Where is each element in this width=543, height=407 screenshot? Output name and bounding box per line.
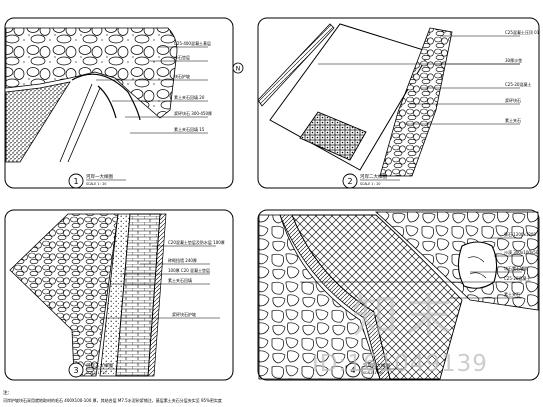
detail-4-callout-4: C25-20混凝土 [504,275,530,281]
detail-3-rubble-embankment [9,213,119,377]
detail-3-scale: SCALE 1 : 20 [86,371,106,375]
detail-1-scale: SCALE 1 : 20 [86,182,106,186]
detail-2-callout-5: 素土夹石 [505,117,521,123]
detail-4-callout-5: 素土夹石 [504,291,520,297]
detail-1-leaders [96,46,208,134]
detail-4-frame [257,209,540,381]
detail-3-title: 河岸三大样图 [86,362,113,369]
detail-2-stone-band [379,27,453,177]
detail-2-title: 河岸二大样图 [360,173,387,180]
detail-2-leaders [318,35,520,125]
detail-1-callout-5: 浆砰块石 300-450厚 [174,110,212,116]
detail-4-herringbone-path [291,214,463,380]
detail-4-leaders [300,237,522,299]
detail-1-number-circle [68,173,84,189]
detail-2-diagonal-wall [257,23,335,107]
detail-4-boulder-icon [457,241,498,289]
detail-1-callout-1: C25-400混凝土基层 [174,40,211,46]
detail-1-title: 河岸一大样图 [86,173,113,180]
detail-1-callout-3: 块石护坡 [174,73,190,79]
detail-2-scale: SCALE 1 : 20 [360,182,380,186]
north-arrow-icon: N [232,62,244,74]
detail-3-callout-4: 素土夹石回填 [168,277,192,283]
detail-3-number: 3 [73,366,78,375]
detail-4-number: 4 [350,366,355,375]
detail-1-callout-6: 素土夹石回填 15 [174,126,205,132]
detail-3-callout-5: 浆砰块石护坡 [172,311,196,317]
detail-1-slope-line-2 [67,87,101,163]
detail-1-frame [4,17,234,189]
detail-3-callout-2: 砖砌挡墙 240厚 [168,257,197,263]
detail-4-number-circle [345,362,361,378]
detail-3-frame [4,209,234,381]
detail-2: C25混凝土压顶 01 30厚沙垫 C25-20混凝土 浆砰块石 素土夹石 2 … [257,17,540,189]
detail-2-number: 2 [347,177,352,186]
detail-2-callout-3: C25-20混凝土 [505,81,531,87]
detail-1-callout-4: 素土夹石回填 20 [174,94,205,100]
detail-1-sand-slope [5,81,71,163]
detail-2-frame [257,17,540,189]
detail-3-leaders [100,245,220,319]
detail-3-concrete-cap [147,213,167,377]
detail-2-mesh-block [299,111,367,161]
detail-2-callout-1: C25混凝土压顶 01 [505,29,540,35]
detail-2-callout-2: 30厚沙垫 [505,57,522,63]
detail-4-scale: SCALE 1 : 20 [363,371,383,375]
detail-1-slope-line [59,83,93,163]
detail-1-callout-2: 沙石垫层 [174,54,190,60]
notes-marker: 注： [3,389,12,396]
notes-text: 河岸护坡块石采用就地取材的毛石 400X100-100 厚，其结合层 M7.5水… [3,397,222,403]
detail-1-stone-layer [5,27,178,119]
detail-3-callout-3: 100厚 C20 混凝土垫层 [168,267,210,273]
detail-1: C25-400混凝土基层 沙石垫层 块石护坡 素土夹石回填 20 浆砰块石 30… [4,17,234,189]
detail-4-flagstone-field [258,214,381,380]
detail-1-number: 1 [73,177,78,186]
detail-4-callout-3: 块石置石辅助 [504,265,528,271]
detail-4-title: 河岸四大样图 [363,362,390,369]
detail-4-callout-2: 沙漠 300x100x50 [504,249,539,255]
north-arrow-letter: N [236,66,241,73]
detail-2-callout-4: 浆砰块石 [505,97,521,103]
detail-3-callout-1: C20混凝土垫层及防水层 100厚 [168,239,225,245]
detail-4-callout-1: 景石 1200x1200 [504,231,536,237]
detail-1-arch-outline [71,73,141,121]
detail-3-number-circle [68,362,84,378]
detail-4-flagstone-field-right [374,211,539,311]
detail-2-number-circle [342,173,358,189]
detail-4: 景石 1200x1200 沙漠 300x100x50 块石置石辅助 C25-20… [257,209,540,381]
detail-3: C20混凝土垫层及防水层 100厚 砖砌挡墙 240厚 100厚 C20 混凝土… [4,209,234,381]
